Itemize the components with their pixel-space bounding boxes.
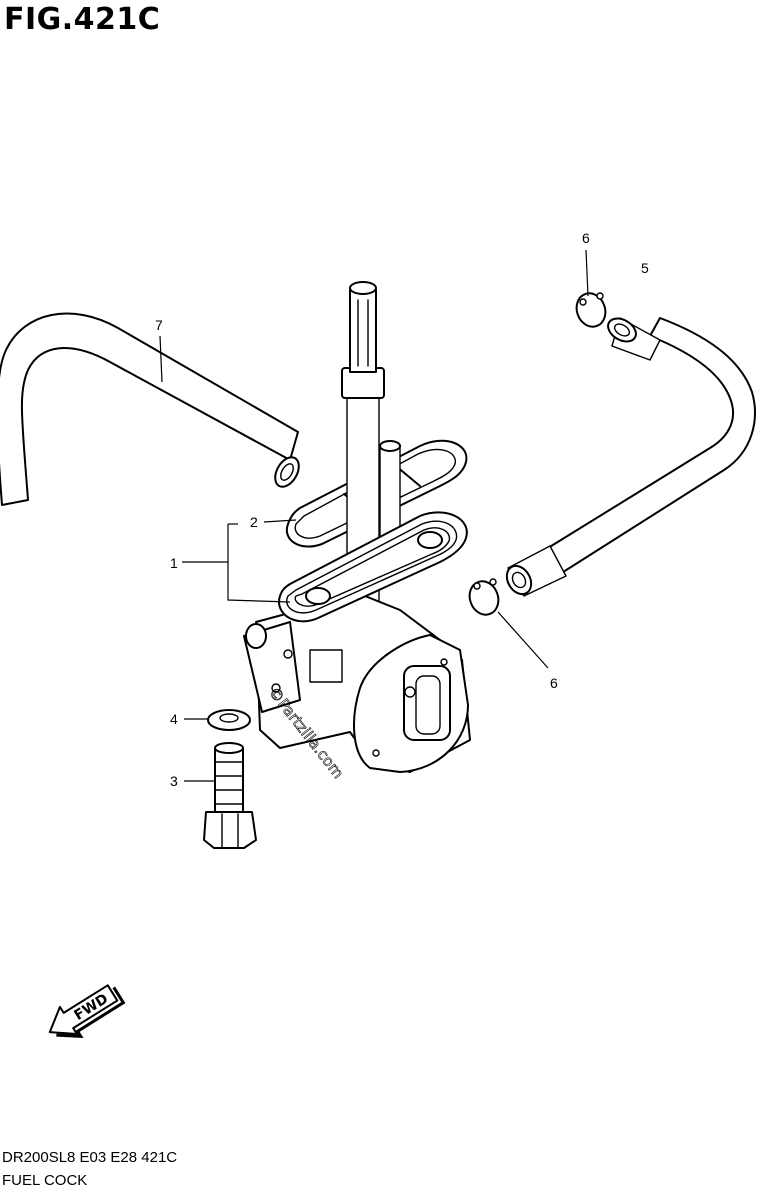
callout-2: 2	[250, 514, 258, 530]
fwd-arrow-icon: FWD	[48, 984, 126, 1039]
callout-6b: 6	[550, 675, 558, 691]
callout-3: 3	[170, 773, 178, 789]
callout-7: 7	[155, 317, 163, 333]
hose-left[interactable]	[0, 312, 304, 506]
figure-title: FIG.421C	[4, 2, 161, 37]
callout-4: 4	[170, 711, 178, 727]
callout-6a: 6	[582, 230, 590, 246]
leader-lines	[159, 249, 589, 782]
fuel-cock-body[interactable]	[243, 281, 471, 773]
washer[interactable]	[207, 709, 251, 731]
model-code: DR200SL8 E03 E28 421C	[2, 1149, 178, 1166]
section-name: FUEL COCK	[2, 1172, 88, 1189]
callout-5: 5	[641, 260, 649, 276]
hose-clip-upper[interactable]	[572, 289, 610, 331]
hose-right[interactable]	[502, 314, 756, 599]
callout-numbers: 7 2 1 4 3 6 5 6	[155, 230, 649, 789]
hose-clip-lower[interactable]	[465, 577, 503, 619]
bolt[interactable]	[203, 742, 257, 849]
callout-1: 1	[170, 555, 178, 571]
